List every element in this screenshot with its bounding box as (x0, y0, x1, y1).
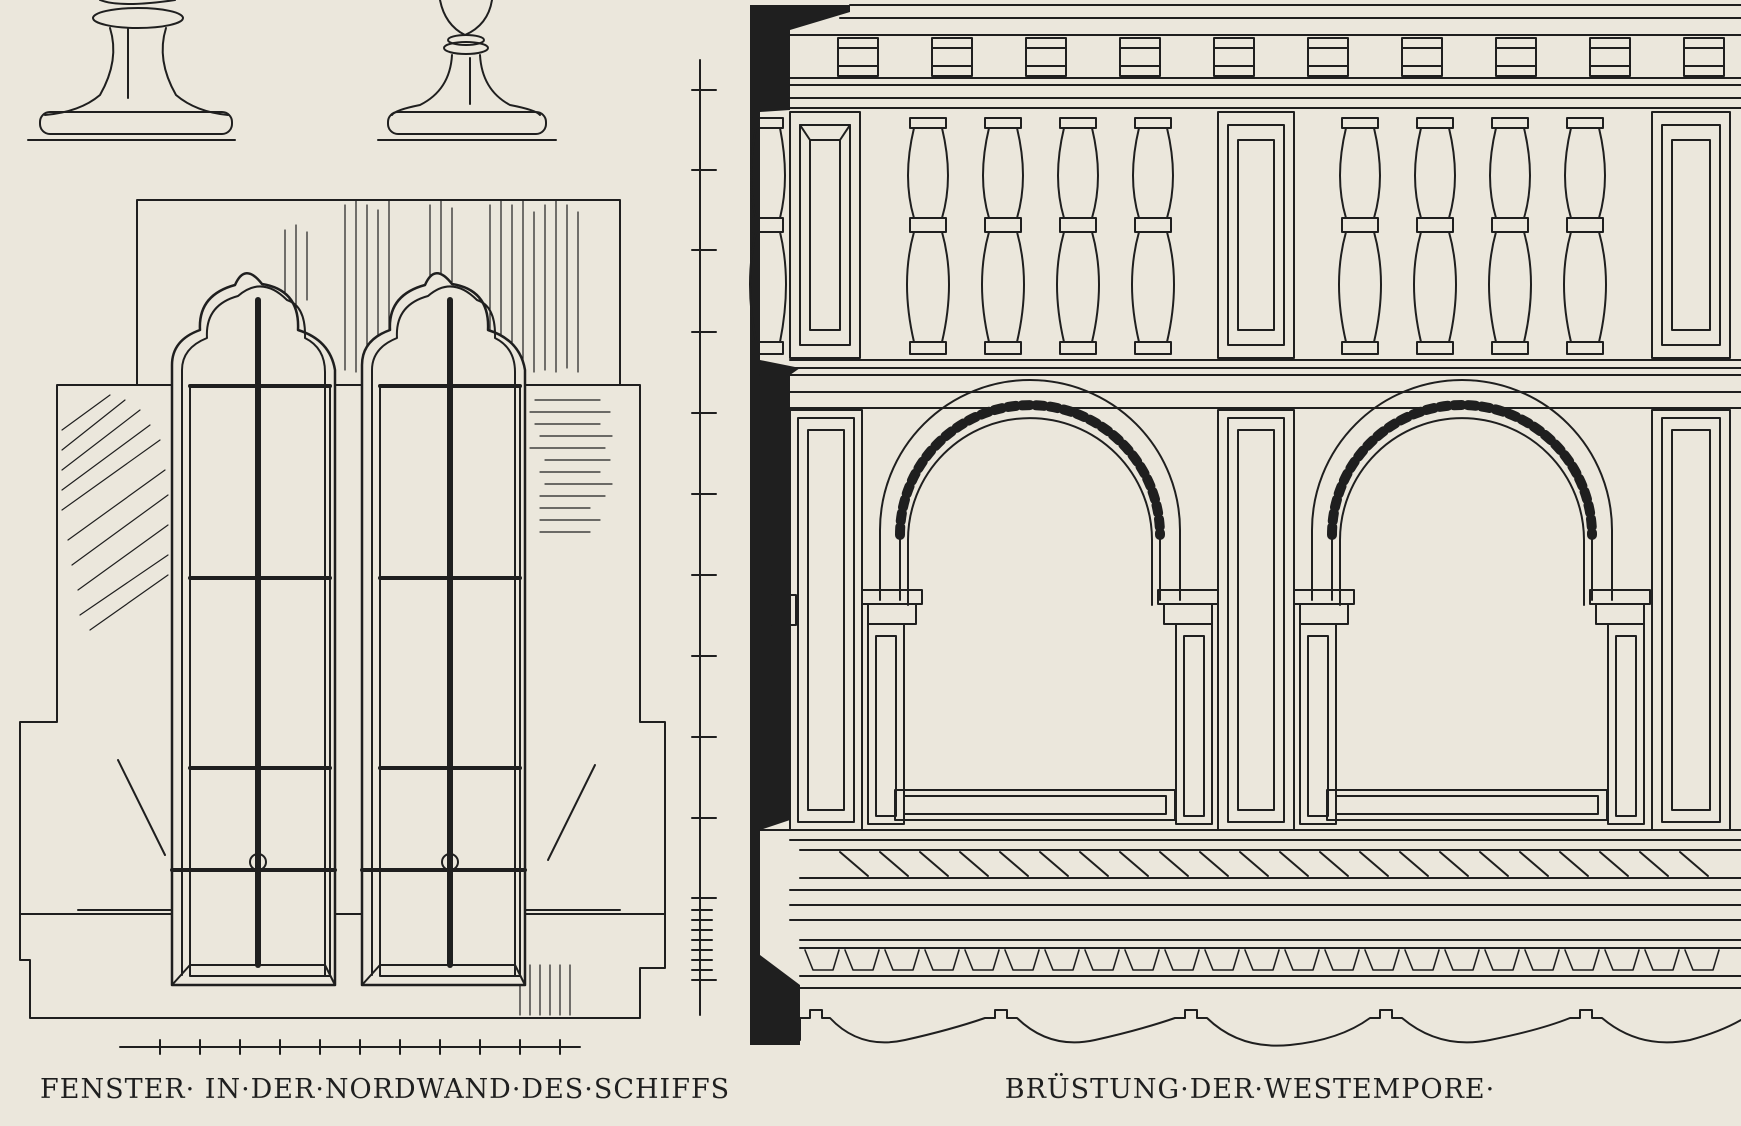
caption-window: FENSTER· IN·DER·NORDWAND·DES·SCHIFFS (40, 1074, 731, 1105)
candlestick-base-right (377, 0, 557, 141)
dentil-frieze (804, 949, 1720, 971)
balusters-right (1338, 117, 1607, 355)
hatched-frieze (839, 851, 1709, 877)
arch-left (861, 379, 1219, 825)
caption-gallery: BRÜSTUNG·DER·WESTEMPORE· (1004, 1074, 1496, 1105)
lancet-right (360, 272, 527, 987)
candlestick-base-left (27, 0, 236, 141)
gallery-parapet (749, 4, 1741, 1047)
scale-bar-vertical (691, 59, 717, 1016)
window-elevation (19, 199, 666, 1055)
scale-bar-horizontal (119, 1039, 581, 1055)
arch-right (1293, 379, 1651, 825)
balusters-left (749, 117, 1175, 355)
lancet-left (170, 272, 337, 987)
scalloped-edge (799, 1009, 1741, 1047)
